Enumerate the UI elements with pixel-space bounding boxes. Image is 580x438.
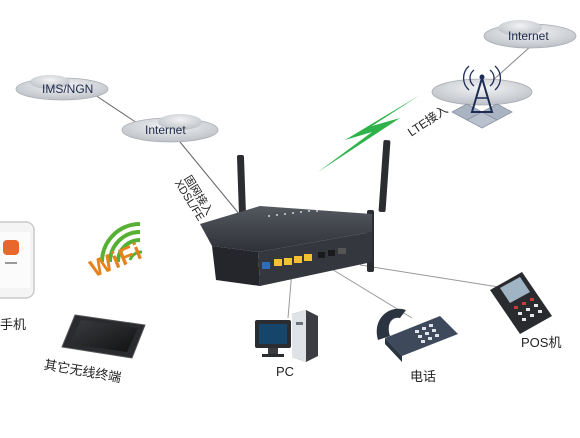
line-internet-router xyxy=(179,141,241,216)
router-icon xyxy=(200,206,372,286)
antenna-icons xyxy=(236,140,391,272)
phone-label: 手机 xyxy=(0,317,27,332)
telephone-label: 电话 xyxy=(410,369,437,384)
cloud-ims-label: IMS/NGN xyxy=(42,82,94,96)
cloud-internet-left xyxy=(121,114,219,143)
line-router-pos xyxy=(359,264,506,289)
cloud-internet-left-label: Internet xyxy=(145,123,186,137)
phone-icon xyxy=(0,221,35,299)
lightning-icon xyxy=(318,95,420,172)
pc-label: PC xyxy=(276,364,295,379)
wifi-logo-icon xyxy=(100,222,143,263)
pc-icon xyxy=(255,310,318,362)
pos-label: POS机 xyxy=(521,335,562,350)
cloud-internet-right-label: Internet xyxy=(508,29,549,43)
pos-terminal-icon xyxy=(490,272,552,334)
telephone-icon xyxy=(376,308,458,362)
cloud-ims xyxy=(15,75,109,101)
cell-tower-icon xyxy=(431,65,533,129)
line-ims-internet xyxy=(94,94,141,126)
tablet-icon xyxy=(61,314,146,359)
cloud-internet-right xyxy=(483,20,577,49)
